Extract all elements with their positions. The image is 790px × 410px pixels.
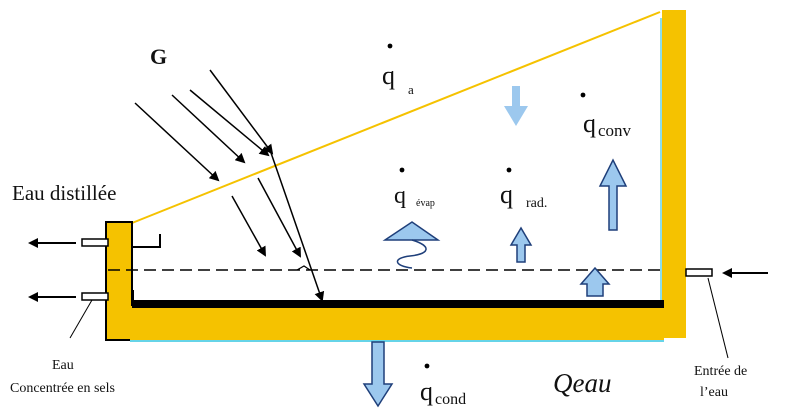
glass-cover [131, 11, 661, 224]
q-rad-dot [506, 167, 512, 173]
heat-arrow-conv-up [598, 158, 628, 231]
label-q-evap-sub: évap [416, 198, 435, 209]
radiation-arrow-6 [257, 177, 301, 258]
label-q-conv-sub: conv [598, 121, 632, 140]
brine-outlet-pipe [81, 292, 109, 301]
label-q-cond-sub: cond [435, 391, 466, 408]
q-a-dot [387, 43, 393, 49]
q-conv-dot [580, 92, 586, 98]
heat-arrow-rad-up [509, 226, 533, 263]
distillate-trough [132, 234, 161, 248]
label-G: G [150, 44, 167, 69]
label-q-rad: q [500, 180, 513, 209]
water-ripple [296, 265, 311, 271]
label-concentree: Concentrée en sels [10, 381, 115, 396]
label-q-cond: q [420, 377, 433, 406]
label-entree-line2: l’eau [700, 385, 728, 400]
label-q-conv: q [583, 109, 596, 138]
q-cond-dot [424, 363, 430, 369]
label-eau-distillee: Eau distillée [12, 181, 116, 205]
q-evap-dot [399, 167, 405, 173]
heat-arrow-inner-up [579, 266, 611, 297]
radiation-arrow-2 [171, 94, 246, 164]
left-wall [105, 221, 133, 341]
water-inlet-pipe [685, 268, 713, 277]
eau-leader-line [69, 299, 93, 339]
basin-bottom [130, 306, 664, 340]
heat-arrow-evap [382, 221, 441, 241]
label-q-a: q [382, 61, 395, 90]
label-eau: Eau [52, 358, 74, 373]
heat-arrow-cond-down [362, 341, 394, 408]
evap-squiggle [396, 239, 427, 269]
radiation-arrow-4 [209, 69, 274, 155]
solar-radiation-arrows [134, 69, 325, 302]
radiation-arrow-1 [134, 102, 220, 182]
label-q-rad-sub: rad. [526, 196, 547, 211]
right-wall [662, 10, 686, 338]
absorber-plate [132, 300, 664, 308]
label-entree-line1: Entrée de [694, 364, 747, 379]
entree-leader-line [707, 277, 729, 359]
distilled-outlet-pipe [81, 238, 109, 247]
label-q-evap: q [394, 183, 406, 209]
radiation-arrow-7 [269, 149, 325, 302]
label-q-eau: Qeau [553, 368, 611, 398]
radiation-arrow-5 [231, 195, 266, 257]
heat-arrow-qa-down [504, 86, 528, 126]
label-q-a-sub: a [408, 82, 414, 97]
radiation-arrow-3 [189, 89, 270, 157]
